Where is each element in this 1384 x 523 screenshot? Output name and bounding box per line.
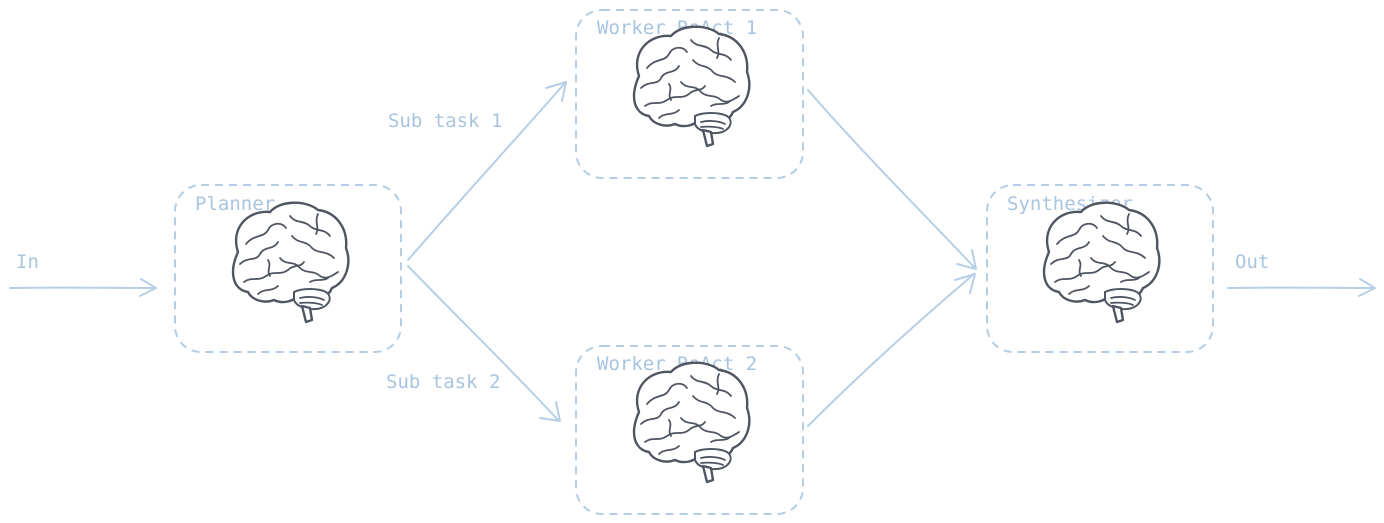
brain-icon	[231, 201, 350, 324]
input-edge	[9, 278, 157, 297]
synthesizer-node: Synthesizer	[986, 184, 1214, 353]
planner-title: Planner	[195, 193, 275, 215]
worker2-box	[575, 345, 804, 515]
worker2-to-synthesizer-edge	[807, 273, 976, 427]
brain-icon	[632, 25, 751, 148]
planner-node: Planner	[174, 184, 402, 353]
worker1-node: Worker ReAct 1	[575, 9, 804, 179]
planner-box	[174, 184, 402, 353]
subtask1-edge	[407, 81, 567, 261]
worker1-to-synthesizer-edge	[807, 89, 977, 270]
output-label: Out	[1235, 251, 1269, 273]
output-edge	[1227, 278, 1376, 297]
worker1-box	[575, 9, 804, 179]
input-label: In	[16, 251, 39, 273]
brain-icon	[1042, 201, 1161, 324]
subtask1-label: Sub task 1	[388, 110, 502, 132]
synthesizer-box	[986, 184, 1214, 353]
subtask2-edge	[407, 265, 561, 422]
brain-icon	[632, 361, 751, 484]
subtask2-label: Sub task 2	[386, 371, 500, 393]
worker2-node: Worker ReAct 2	[575, 345, 804, 515]
